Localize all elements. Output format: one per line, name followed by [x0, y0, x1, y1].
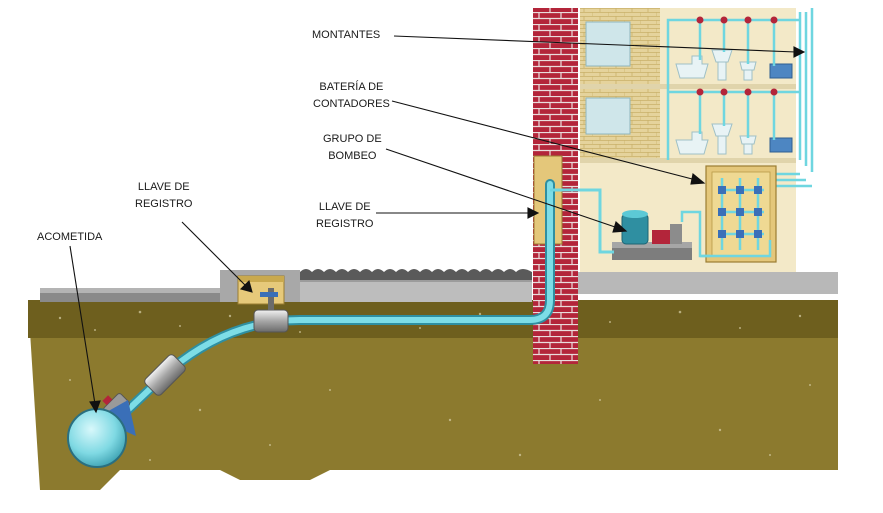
label-llave-de-registro-acera: LLAVE DE REGISTRO	[135, 181, 193, 210]
callout-arrows	[69, 35, 806, 414]
street-stopcock	[253, 288, 289, 333]
water-main	[67, 408, 127, 468]
arrow-bateria	[391, 100, 697, 181]
arrow-llave-acera	[181, 221, 247, 287]
riser-valves	[696, 16, 778, 96]
label-montantes: MONTANTES	[312, 29, 381, 41]
arrow-acometida	[69, 245, 96, 405]
label-acometida: ACOMETIDA	[37, 231, 103, 243]
arrow-grupo	[385, 148, 619, 229]
meter-battery	[705, 165, 777, 263]
bathroom-fixtures	[675, 49, 793, 155]
riser-pipes	[666, 8, 814, 188]
street-surface	[40, 269, 532, 302]
service-pipe	[107, 179, 614, 430]
label-llave-de-registro-edificio: LLAVE DE REGISTRO	[316, 201, 374, 230]
pump-group	[612, 210, 772, 260]
label-bateria-de-contadores: BATERÍA DE CONTADORES	[313, 81, 390, 110]
label-grupo-de-bombeo: GRUPO DE BOMBEO	[323, 133, 382, 162]
arrow-montantes	[393, 35, 797, 53]
